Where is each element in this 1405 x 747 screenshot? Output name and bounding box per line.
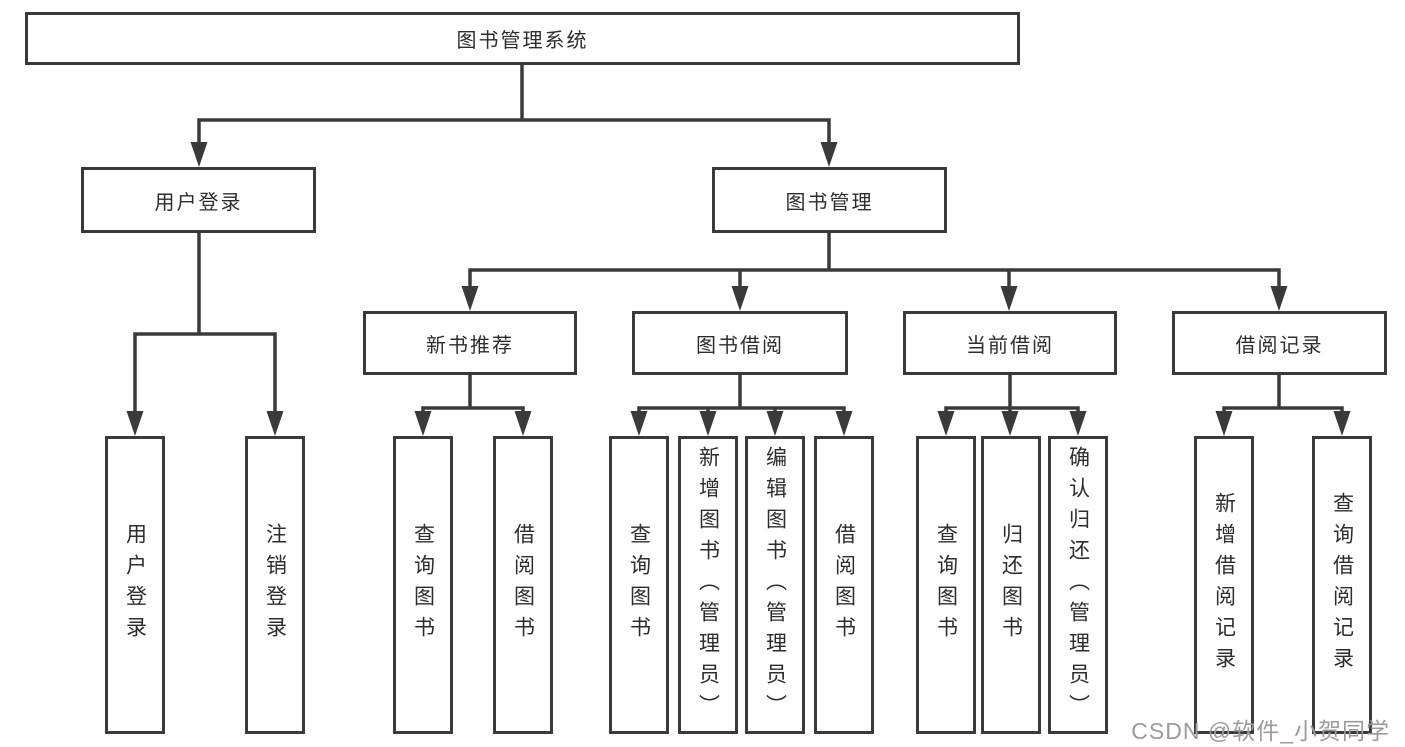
node-book-borrow: 图书借阅 <box>632 311 848 375</box>
node-label: 新书推荐 <box>426 334 514 357</box>
node-label: 图书管理系统 <box>456 30 589 52</box>
node-label: 图书借阅 <box>696 334 784 357</box>
node-label: 注销登录 <box>263 523 287 647</box>
node-label: 查询图书 <box>411 523 435 647</box>
watermark: CSDN @软件_小贺同学 <box>1131 718 1390 744</box>
leaf-borrow-books-borrow: 借阅图书 <box>814 436 874 734</box>
node-label: 图书管理 <box>785 191 874 214</box>
node-book-management: 图书管理 <box>712 167 947 233</box>
leaf-query-books-borrow: 查询图书 <box>609 436 669 734</box>
node-borrow-records: 借阅记录 <box>1172 311 1387 375</box>
node-label: 编辑图书（管理员） <box>763 445 787 725</box>
leaf-user-login: 用户登录 <box>105 436 165 734</box>
arrowheads <box>126 142 1351 436</box>
node-label: 查询图书 <box>627 523 651 647</box>
node-label: 借阅图书 <box>511 523 535 647</box>
node-new-book-recommend: 新书推荐 <box>363 311 577 375</box>
leaf-borrow-books-recommend: 借阅图书 <box>493 436 553 734</box>
node-label: 查询借阅记录 <box>1330 492 1354 678</box>
node-label: 查询图书 <box>934 523 958 647</box>
node-label: 借阅记录 <box>1235 334 1324 357</box>
leaf-query-borrow-record: 查询借阅记录 <box>1312 436 1372 734</box>
leaf-edit-books-admin: 编辑图书（管理员） <box>745 436 805 734</box>
node-root: 图书管理系统 <box>25 12 1020 65</box>
leaf-logout: 注销登录 <box>245 436 305 734</box>
leaf-add-borrow-record: 新增借阅记录 <box>1194 436 1254 734</box>
node-label: 新增借阅记录 <box>1212 492 1236 678</box>
node-label: 新增图书（管理员） <box>696 445 720 725</box>
node-current-borrow: 当前借阅 <box>903 311 1117 375</box>
node-label: 当前借阅 <box>966 334 1054 357</box>
leaf-query-books-recommend: 查询图书 <box>393 436 453 734</box>
node-label: 归还图书 <box>999 523 1023 647</box>
node-label: 借阅图书 <box>832 523 856 647</box>
node-label: 用户登录 <box>154 191 243 214</box>
leaf-confirm-return-admin: 确认归还（管理员） <box>1048 436 1108 734</box>
leaf-query-books-current: 查询图书 <box>916 436 976 734</box>
node-label: 用户登录 <box>123 523 147 647</box>
leaf-add-books-admin: 新增图书（管理员） <box>678 436 738 734</box>
node-user-login: 用户登录 <box>81 167 316 233</box>
leaf-return-books: 归还图书 <box>981 436 1041 734</box>
node-label: 确认归还（管理员） <box>1066 445 1090 725</box>
